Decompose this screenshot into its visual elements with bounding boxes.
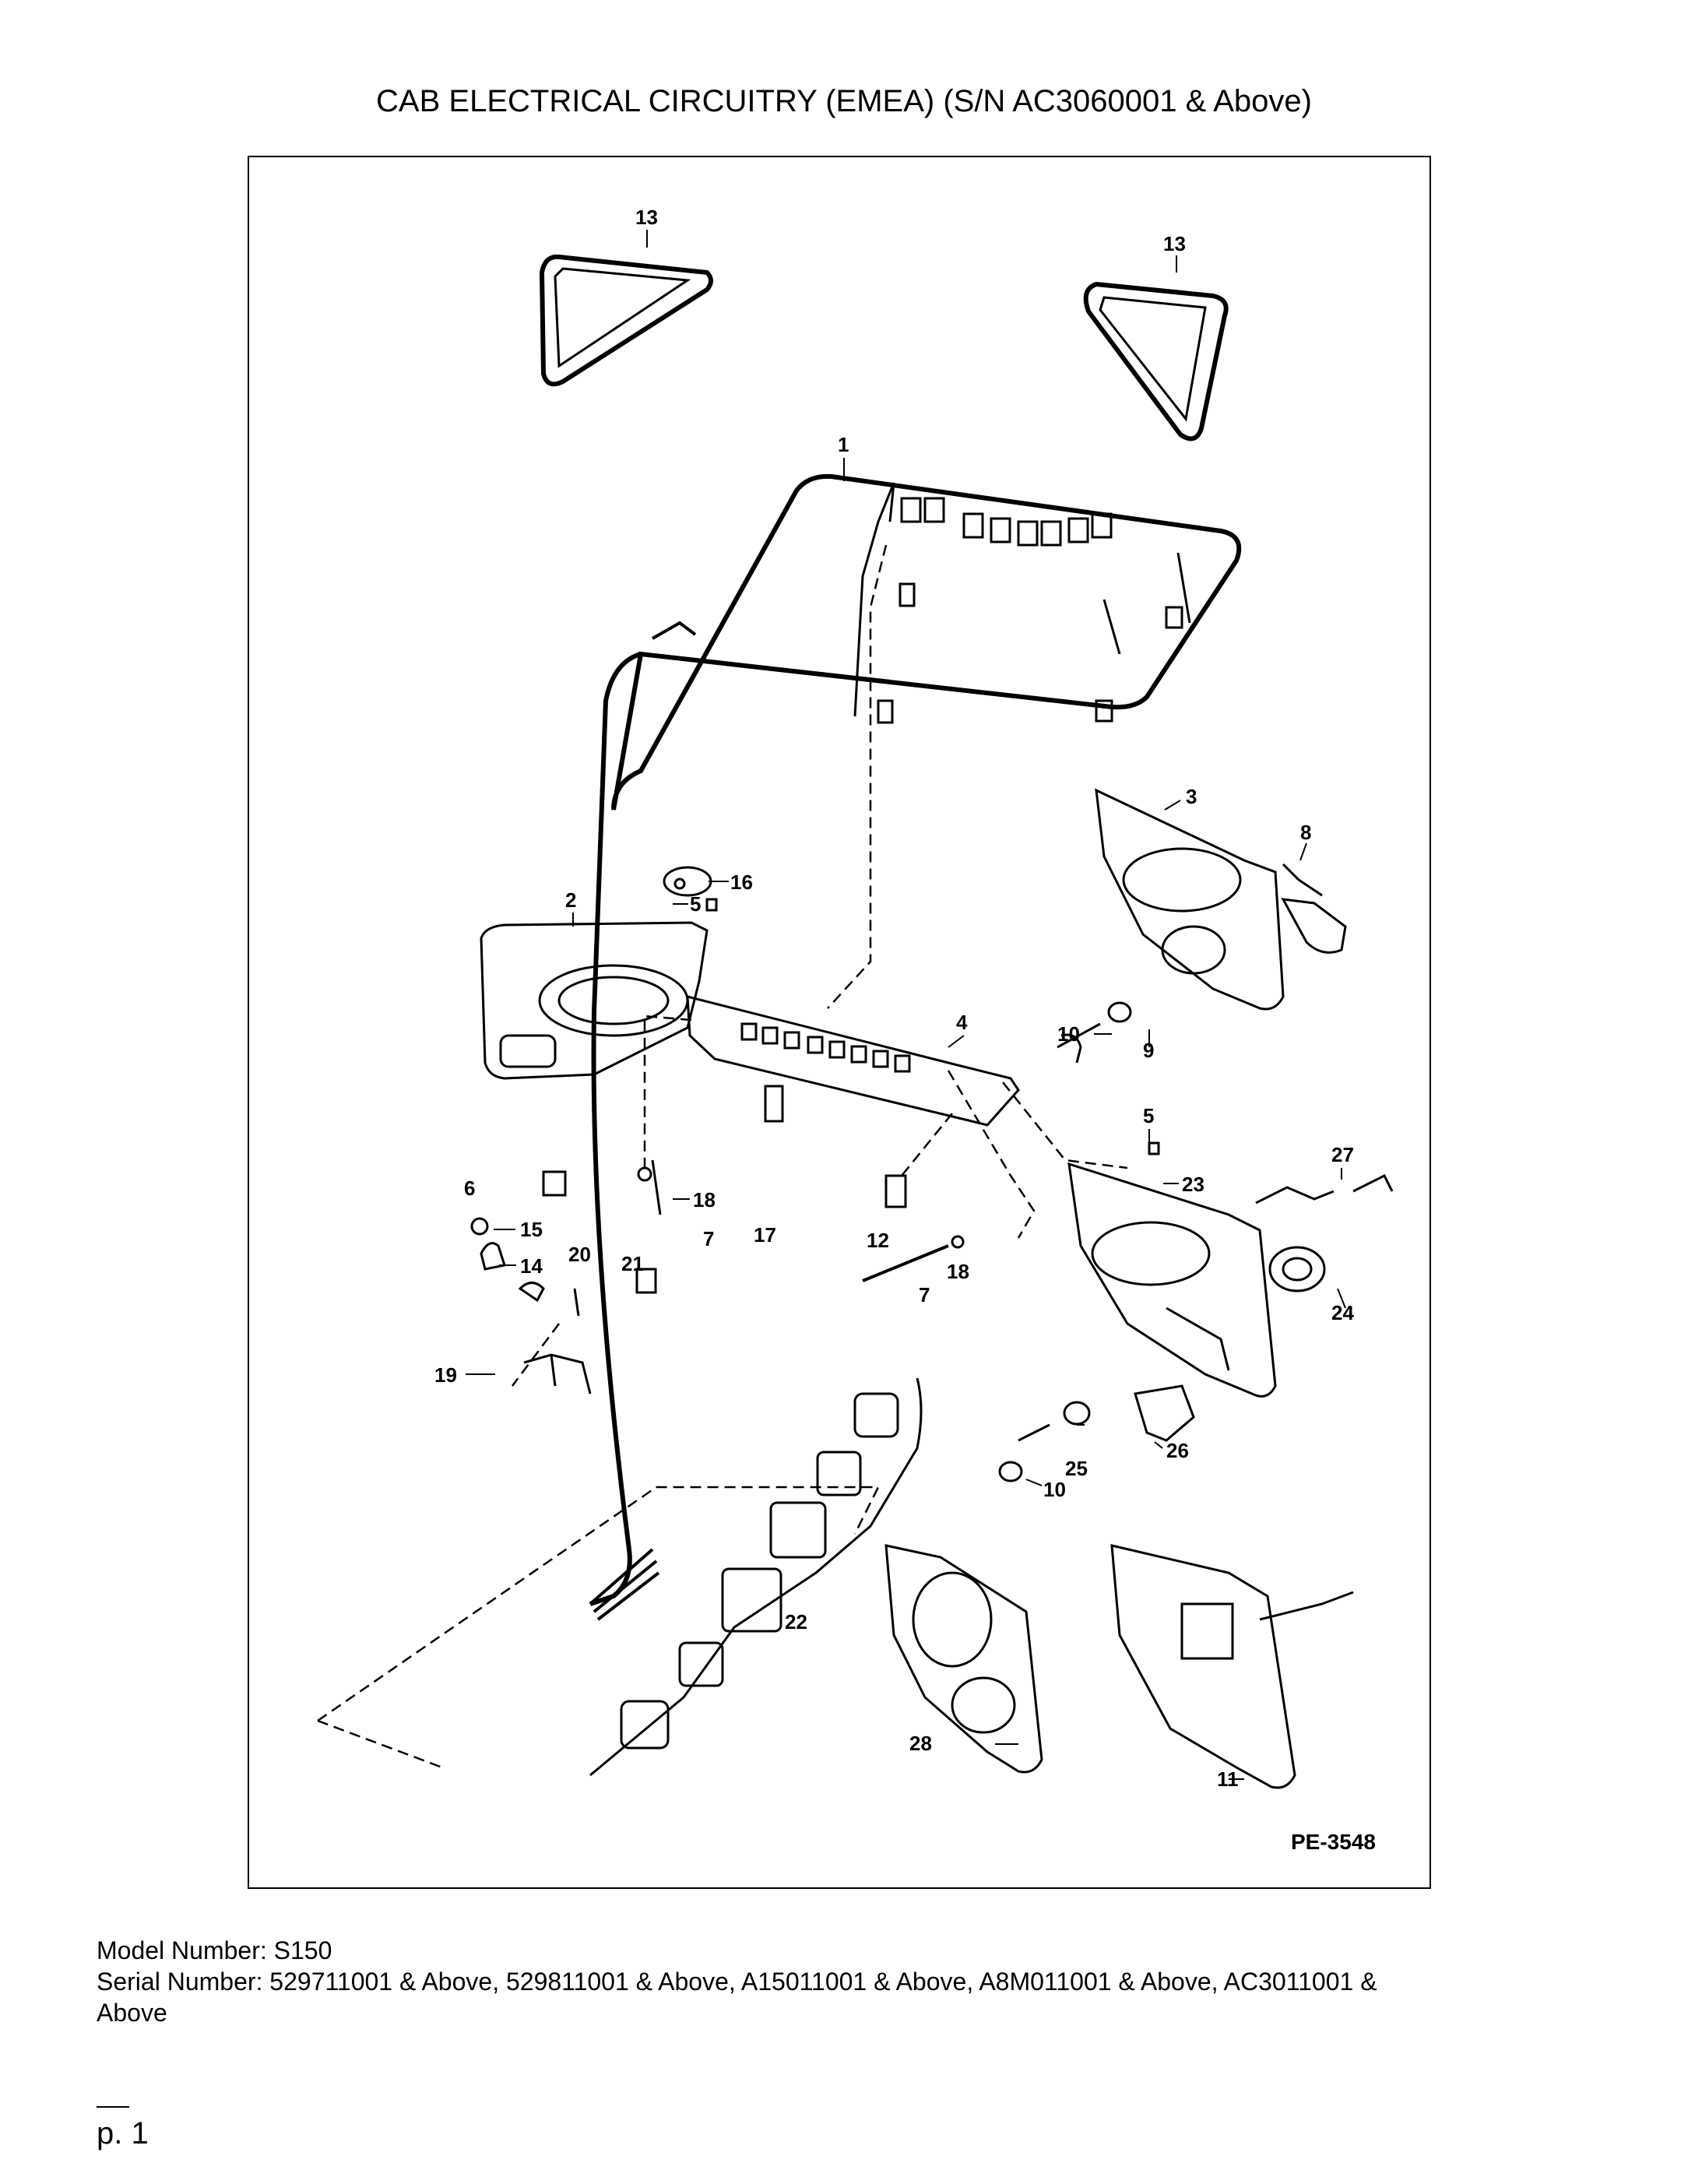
callout-6: 6 (464, 1176, 475, 1200)
right-control-panel-upper (1095, 788, 1285, 1011)
callout-10-top: 10 (1057, 1022, 1080, 1046)
right-control-panel-lower (1067, 1162, 1277, 1398)
serial-number-line-2: Above (97, 1999, 167, 2027)
callout-11: 11 (1217, 1767, 1239, 1791)
page-title: CAB ELECTRICAL CIRCUITRY (EMEA) (S/N AC3… (376, 84, 1312, 118)
diagram-frame (248, 156, 1431, 1889)
callout-9: 9 (1143, 1039, 1154, 1062)
dashed-leaders (317, 544, 1128, 1769)
callout-13-left: 13 (635, 206, 658, 229)
callout-3: 3 (1186, 785, 1197, 808)
callout-19: 19 (434, 1363, 457, 1387)
callout-28: 28 (909, 1732, 932, 1755)
callout-21: 21 (621, 1252, 644, 1275)
callout-27: 27 (1331, 1143, 1354, 1166)
callout-4: 4 (956, 1011, 968, 1034)
model-number: Model Number: S150 (97, 1936, 332, 1964)
window-seal-right (1083, 281, 1229, 441)
harness-connectors (635, 497, 1183, 1294)
callout-10-bottom: 10 (1043, 1478, 1066, 1501)
callout-16: 16 (730, 870, 753, 894)
callout-2: 2 (565, 888, 576, 912)
callout-17: 17 (754, 1223, 776, 1247)
lens-assembly (589, 1377, 923, 1777)
callout-13-right: 13 (1163, 232, 1186, 255)
panel-11 (1110, 1544, 1354, 1789)
panel-28 (884, 1544, 1043, 1774)
callout-23: 23 (1182, 1173, 1204, 1196)
hardware-items (470, 863, 1394, 1482)
callout-24: 24 (1331, 1301, 1354, 1324)
callout-20: 20 (568, 1243, 591, 1266)
callout-18-right: 18 (947, 1260, 969, 1283)
switch-panel-bracket (686, 995, 1020, 1127)
callout-leaders (466, 230, 1346, 1780)
callout-5-right: 5 (1143, 1104, 1154, 1127)
harness-breakout (589, 1548, 660, 1621)
callout-1: 1 (838, 433, 849, 456)
callout-7-left: 7 (703, 1227, 714, 1250)
callout-22: 22 (785, 1610, 807, 1634)
callout-8: 8 (1300, 821, 1311, 844)
callout-14: 14 (520, 1254, 543, 1278)
callout-5-top: 5 (690, 892, 701, 916)
footer-rule (97, 2106, 129, 2108)
window-seal-left (539, 254, 713, 387)
callout-12: 12 (867, 1229, 889, 1252)
figure-id: PE-3548 (1291, 1830, 1376, 1854)
callout-26: 26 (1166, 1439, 1189, 1462)
callout-7-right: 7 (919, 1283, 930, 1307)
callout-18-left: 18 (693, 1188, 716, 1212)
callout-15: 15 (520, 1218, 543, 1241)
page-number: p. 1 (97, 2116, 149, 2151)
serial-number-line-1: Serial Number: 529711001 & Above, 529811… (97, 1968, 1377, 1996)
callout-25: 25 (1065, 1457, 1088, 1480)
wiring-harness (589, 473, 1242, 1606)
exploded-parts-diagram: 13 13 1 3 8 16 5 2 4 10 9 5 27 23 6 18 1… (317, 206, 1394, 1854)
tie-strap (663, 866, 712, 897)
